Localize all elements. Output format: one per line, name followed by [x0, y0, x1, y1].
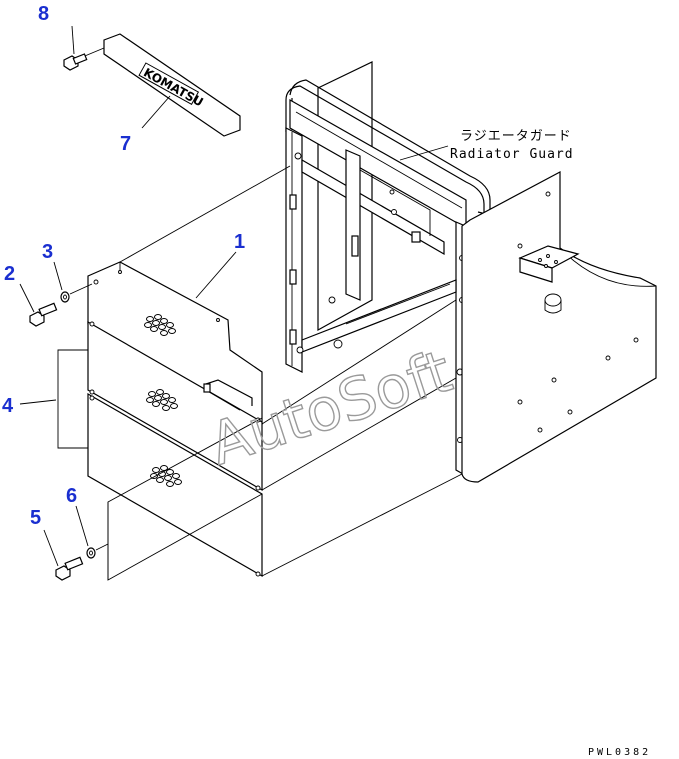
part-8-bolt — [63, 47, 105, 71]
callout-8: 8 — [38, 3, 49, 25]
callout-1: 1 — [234, 231, 245, 253]
drawing-code: PWL0382 — [588, 747, 651, 758]
callout-7: 7 — [120, 133, 131, 155]
callout-3: 3 — [42, 241, 53, 263]
callout-5: 5 — [30, 507, 41, 529]
radiator-guard-label-en: Radiator Guard — [450, 147, 574, 162]
part-2-bolt — [29, 302, 58, 327]
part-6-washer — [86, 543, 109, 559]
radiator-side-plate — [461, 171, 657, 483]
radiator-guard-label-jp: ラジエータガード — [460, 129, 572, 144]
vent-hole-patterns — [144, 314, 182, 487]
callout-4: 4 — [2, 395, 14, 417]
part-7-logo-plate: KOMATSU — [103, 33, 241, 137]
assembly-projection-lines — [57, 165, 463, 581]
part-5-bolt — [55, 556, 84, 581]
leader-lines — [19, 25, 449, 567]
callout-6: 6 — [66, 485, 77, 507]
part-3-washer — [60, 283, 93, 303]
callout-numbers: 8 7 1 3 2 4 5 6 — [2, 3, 245, 529]
callout-2: 2 — [4, 263, 15, 285]
